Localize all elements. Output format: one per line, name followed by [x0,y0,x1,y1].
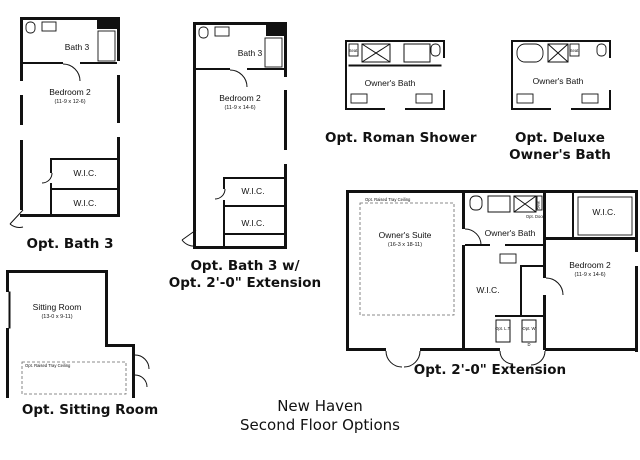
bath3-label: Bath 3 [238,48,263,58]
sink-icon [499,253,517,264]
owners-bath-label: Owner's Bath [533,76,584,86]
sitting-room-label: Sitting Room [33,302,82,312]
title-line1: New Haven [277,397,363,415]
bedroom2-label: Bedroom 2 [569,260,611,270]
wic-lower-label: W.I.C. [241,218,264,228]
owners-suite-dims: (16-3 x 18-11) [388,242,422,248]
wic-label: W.I.C. [476,285,499,295]
seat-box [348,43,359,57]
bath3-label: Bath 3 [65,42,90,52]
bedroom2-label: Bedroom 2 [49,87,91,97]
opt-lt-label: Opt. L.T. [495,326,511,331]
tray-ceiling-outline [21,361,127,395]
owners-suite-label: Owner's Suite [379,230,432,240]
wic2-label: W.I.C. [592,207,615,217]
plan-bath3: Bath 3 Bedroom 2 (11-9 x 12-6) W.I.C. W.… [9,17,120,228]
toilet-icon [596,43,607,57]
wic-upper-label: W.I.C. [73,168,96,178]
sink-icon [41,21,57,32]
toilet-icon [469,195,483,211]
tub-icon [516,43,544,63]
seat-label: Seat [349,48,358,53]
plan-sitting-room: Sitting Room (13-0 x 9-11) Opt. Raised T… [6,270,150,398]
tub-icon [264,37,283,68]
shower-icon [513,195,537,213]
bedroom2-dims: (11-9 x 14-6) [224,105,255,111]
plan-deluxe-bath: Seat Owner's Bath [511,40,611,110]
bedroom2-label: Bedroom 2 [219,93,261,103]
toilet-icon [198,26,209,39]
wic-lower-label: W.I.C. [73,198,96,208]
caption-sitting-room: Opt. Sitting Room [21,402,159,418]
corner-post [97,17,120,29]
tub-icon [97,30,116,62]
caption-roman-shower: Opt. Roman Shower [325,130,477,146]
sink-icon [581,93,599,104]
caption-bath3-ext-line2: Opt. 2'-0" Extension [168,275,322,291]
sitting-room-dims: (13-0 x 9-11) [41,314,72,320]
bedroom2-dims: (11-9 x 14-6) [574,272,605,278]
sink-icon [516,93,534,104]
caption-extension: Opt. 2'-0" Extension [413,362,567,378]
seat-label: Seat [570,48,579,53]
bedroom2-dims: (11-9 x 12-6) [54,99,85,105]
corner-post [266,22,287,36]
shower-icon [547,43,569,63]
sink-icon [214,26,230,37]
tray-ceiling-note: Opt. Raised Tray Ceiling [365,197,411,202]
wic-upper-label: W.I.C. [241,186,264,196]
seat-box [536,195,543,211]
dryer-label: D [527,342,530,347]
title-line2: Second Floor Options [240,416,400,434]
caption-bath3-ext-line1: Opt. Bath 3 w/ [190,258,300,274]
caption-bath3: Opt. Bath 3 [26,236,114,252]
owners-bath-label: Owner's Bath [485,228,536,238]
caption-deluxe-line1: Opt. Deluxe [515,130,605,146]
opt-w-label: Opt. W [522,326,535,331]
toilet-icon [25,21,36,34]
shower-icon [361,43,391,63]
plan-roman-shower: Seat Owner's Bath [345,40,445,110]
sink-icon [350,93,368,104]
wic2-box [577,196,633,236]
owners-bath-label: Owner's Bath [365,78,416,88]
sink-icon [415,93,433,104]
seat-box [569,43,580,57]
plan-bath3-extension: Bath 3 Bedroom 2 (11-9 x 14-6) W.I.C. W.… [181,22,287,249]
caption-deluxe-line2: Owner's Bath [509,147,611,163]
toilet-icon [430,43,441,57]
tray-ceiling-outline [359,202,455,316]
opt-door-label: Opt. Door [526,214,545,219]
tray-ceiling-note: Opt. Raised Tray Ceiling [25,363,71,368]
seat-label: Seat [536,200,541,209]
plan-extension: Seat Opt. Raised Tray Ceiling Owner's Su… [346,190,638,368]
